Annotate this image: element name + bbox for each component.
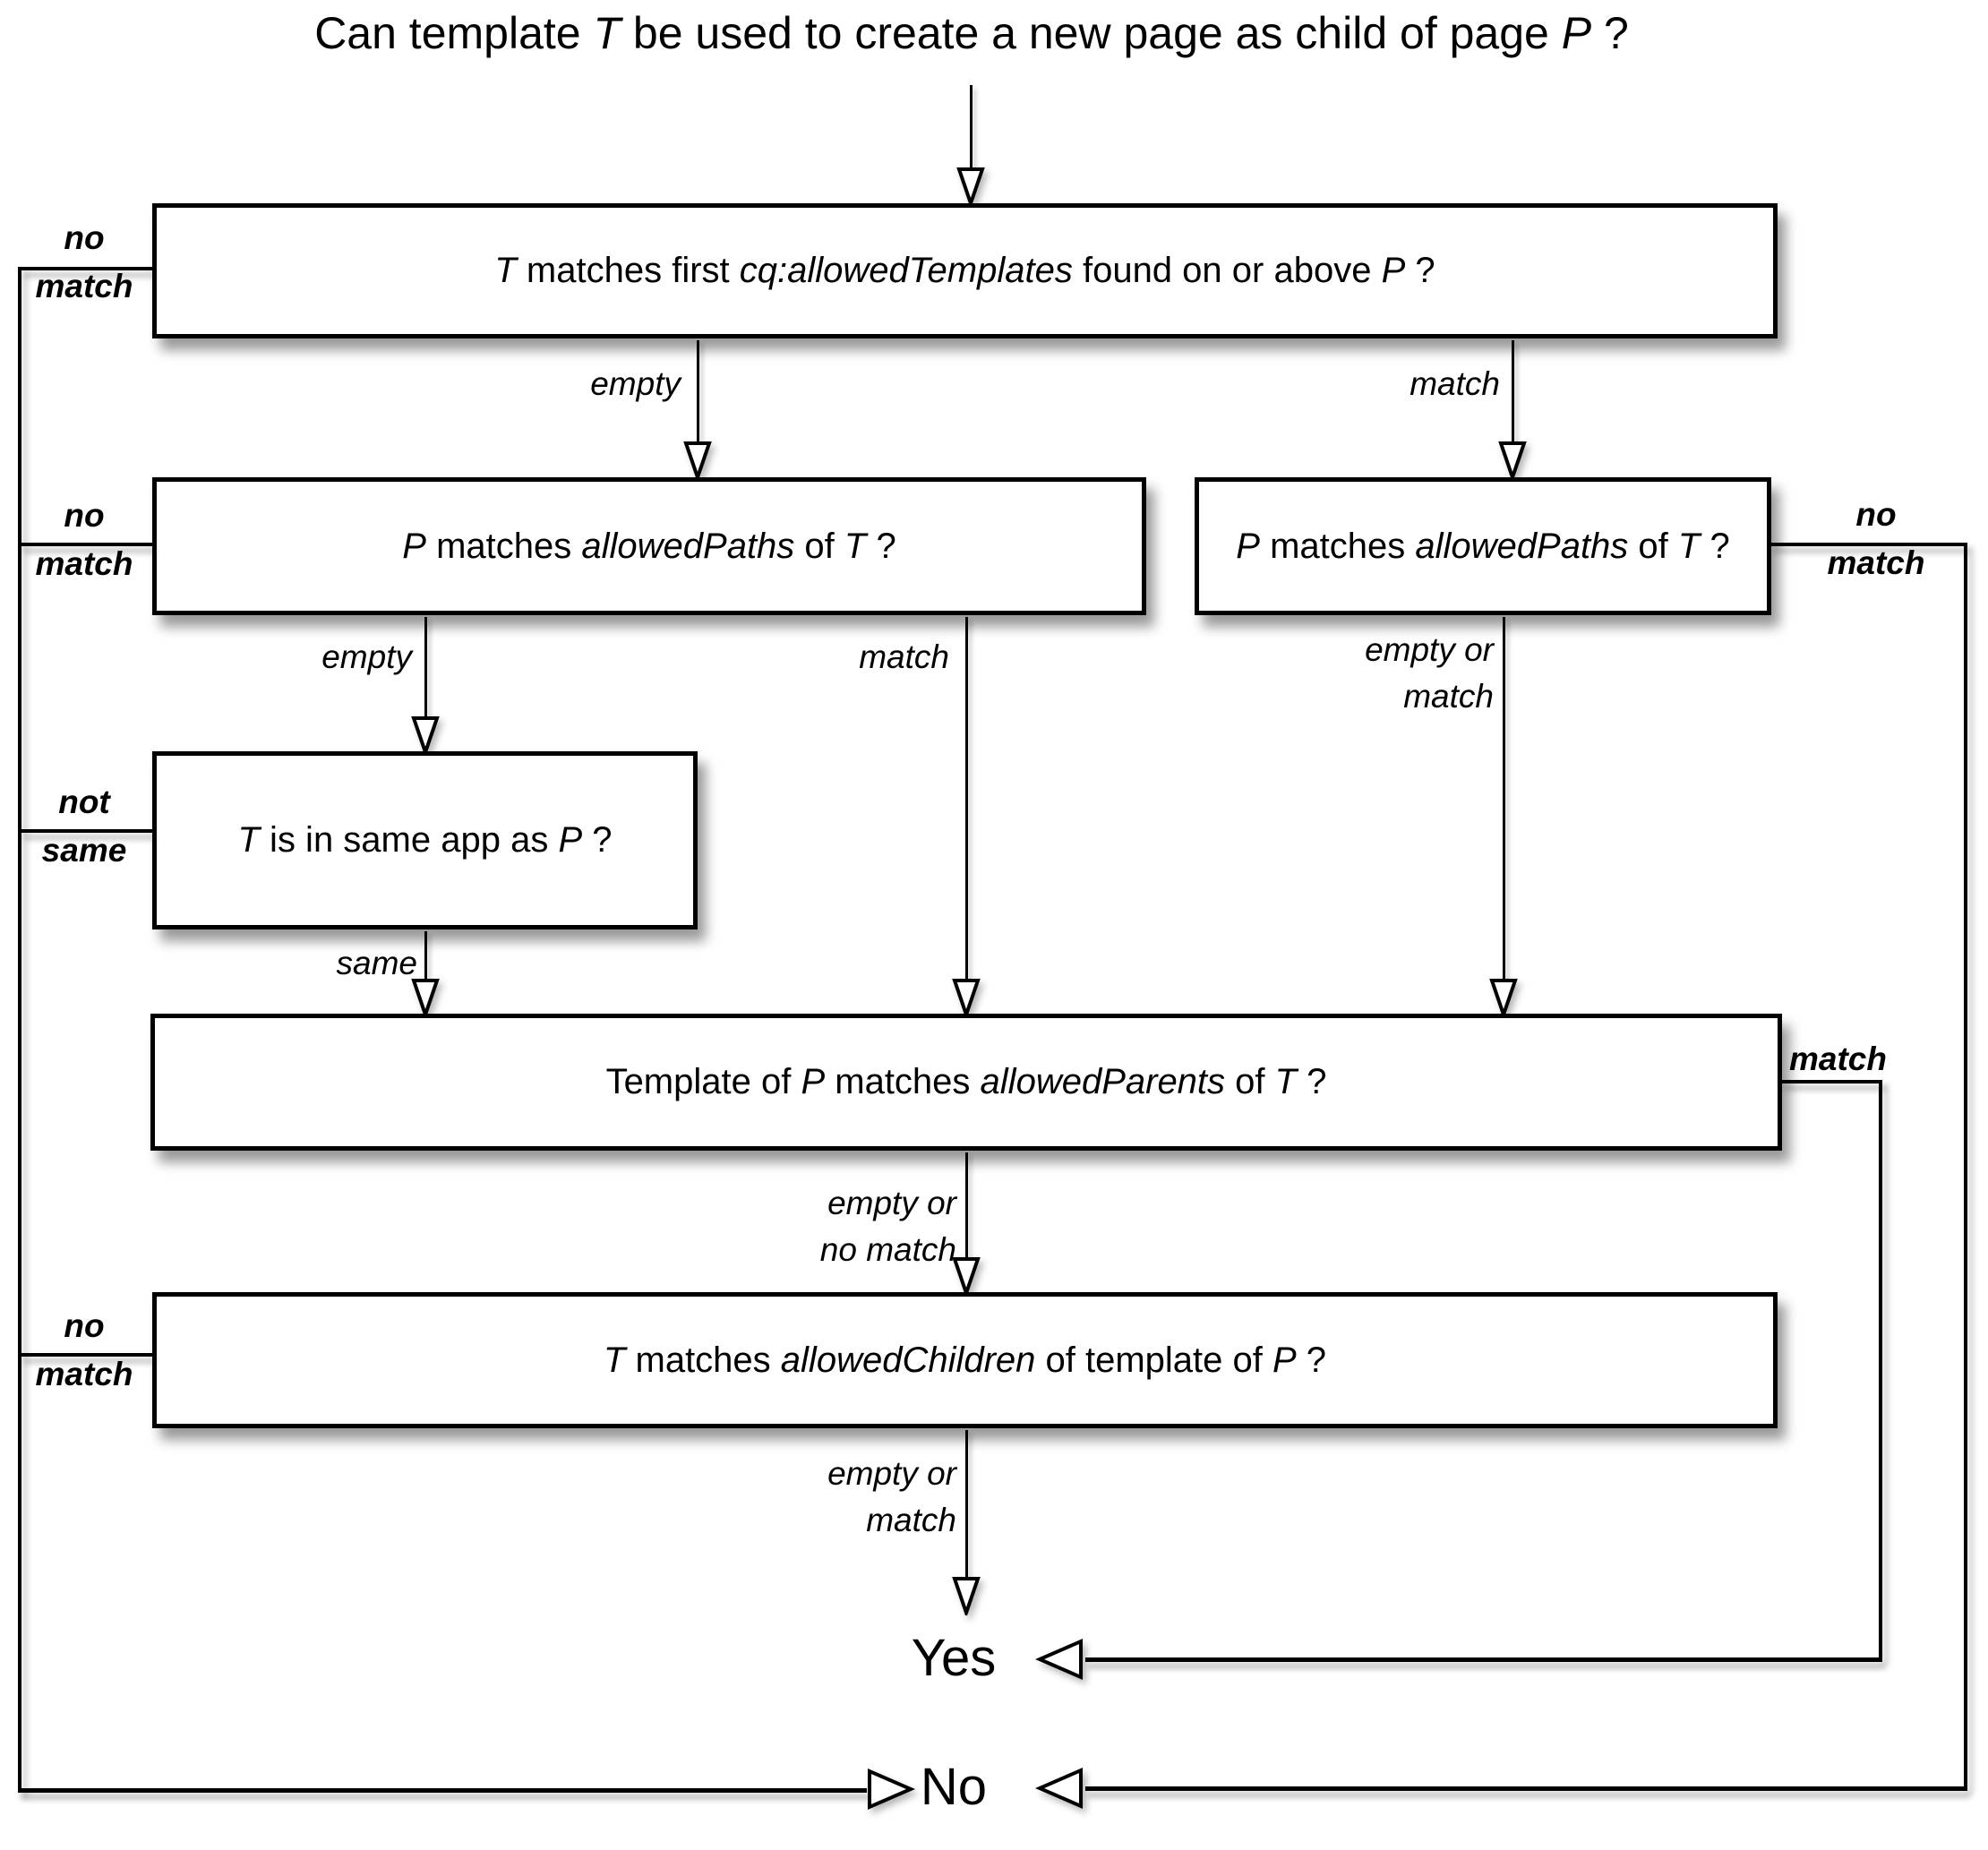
right-yes-rail (1879, 1080, 1882, 1661)
box-allowed-templates: T matches first cq:allowedTemplates foun… (152, 203, 1778, 338)
edge-b2-match-line (965, 617, 968, 983)
box-text: P matches allowedPaths of T ? (402, 526, 896, 566)
edge-label-b4-same: same (336, 945, 417, 981)
edge-b5-down-line (965, 1152, 968, 1260)
edge-label-line: match (35, 267, 133, 304)
edge-label-line: no match (819, 1230, 956, 1268)
arrowhead-down-icon (952, 1577, 981, 1615)
arrowhead-down-icon (952, 1257, 981, 1296)
arrowhead-down-icon (411, 716, 440, 755)
edge-label-line: same (41, 831, 127, 869)
start-arrow-line (970, 85, 973, 168)
arrowhead-left-icon (1035, 1767, 1083, 1810)
box-text: Template of P matches allowedParents of … (605, 1062, 1327, 1101)
edge-label-b3-empty-or-match: empty or match (1245, 627, 1494, 720)
edge-b1-empty-line (697, 340, 699, 442)
edge-b1-no-match-line (21, 267, 152, 270)
edge-label-line: match (1403, 677, 1494, 715)
yes-terminal: Yes (911, 1629, 997, 1687)
edge-label-b2-no-match: no match (16, 492, 152, 587)
edge-b2-empty-line (424, 617, 427, 717)
box-allowed-paths-left: P matches allowedPaths of T ? (152, 477, 1146, 615)
edge-label-b1-match: match (1410, 365, 1500, 402)
edge-label-b5-empty-or-no-match: empty or no match (690, 1180, 956, 1273)
edge-label-b1-no-match: no match (16, 214, 152, 310)
box-text: T matches allowedChildren of template of… (603, 1340, 1327, 1380)
edge-label-b5-match: match (1789, 1041, 1887, 1077)
arrowhead-down-icon (956, 167, 985, 206)
edge-label-line: empty or (1365, 631, 1494, 668)
edge-label-line: no (1855, 496, 1897, 533)
edge-label-line: empty or (827, 1185, 956, 1221)
edge-b6-no-match-line (21, 1353, 152, 1357)
edge-label-b1-empty: empty (590, 365, 681, 402)
arrowhead-right-icon (868, 1768, 915, 1811)
right-no-rail (1964, 543, 1967, 1789)
edge-label-line: no (64, 1307, 105, 1344)
edge-label-line: match (35, 544, 133, 582)
arrowhead-left-icon (1035, 1638, 1083, 1681)
box-allowed-paths-right: P matches allowedPaths of T ? (1195, 477, 1771, 615)
edge-b4-not-same-line (21, 829, 152, 833)
edge-label-b6-empty-or-match: empty or match (690, 1451, 956, 1544)
page-title: Can template T be used to create a new p… (314, 8, 1629, 58)
edge-b2-no-match-line (21, 543, 152, 546)
edge-label-b3-no-match: no match (1791, 491, 1961, 587)
edge-label-line: no (64, 219, 105, 256)
edge-b3-no-match-line (1771, 543, 1967, 546)
arrowhead-down-icon (1489, 979, 1518, 1017)
edge-label-b2-empty: empty (321, 638, 412, 675)
no-right-line (1085, 1786, 1967, 1791)
arrowhead-down-icon (952, 979, 981, 1017)
box-allowed-parents: Template of P matches allowedParents of … (150, 1014, 1782, 1151)
box-text: T matches first cq:allowedTemplates foun… (494, 251, 1435, 290)
edge-label-b6-no-match: no match (16, 1302, 152, 1398)
arrowhead-down-icon (1498, 441, 1527, 480)
no-left-line (18, 1788, 867, 1793)
edge-label-line: empty or (827, 1455, 956, 1492)
left-no-rail (18, 267, 21, 1793)
box-allowed-children: T matches allowedChildren of template of… (152, 1292, 1778, 1428)
no-terminal: No (920, 1758, 988, 1816)
edge-label-b4-not-same: not same (16, 778, 152, 874)
box-same-app: T is in same app as P ? (152, 751, 698, 929)
arrowhead-down-icon (411, 979, 440, 1017)
edge-b6-down-line (965, 1430, 968, 1580)
edge-b4-same-line (424, 931, 427, 983)
arrowhead-down-icon (683, 441, 712, 480)
box-text: T is in same app as P ? (237, 820, 613, 860)
yes-return-line (1085, 1657, 1882, 1662)
box-text: P matches allowedPaths of T ? (1236, 526, 1730, 566)
edge-label-line: no (64, 497, 105, 534)
edge-label-line: match (1827, 544, 1925, 581)
edge-b1-match-line (1512, 340, 1514, 442)
edge-b3-down-line (1503, 617, 1505, 983)
edge-label-line: not (58, 784, 110, 820)
edge-label-line: match (866, 1501, 956, 1538)
edge-label-line: match (35, 1355, 133, 1392)
edge-label-b2-match: match (859, 638, 949, 675)
edge-b5-match-line (1782, 1080, 1882, 1083)
